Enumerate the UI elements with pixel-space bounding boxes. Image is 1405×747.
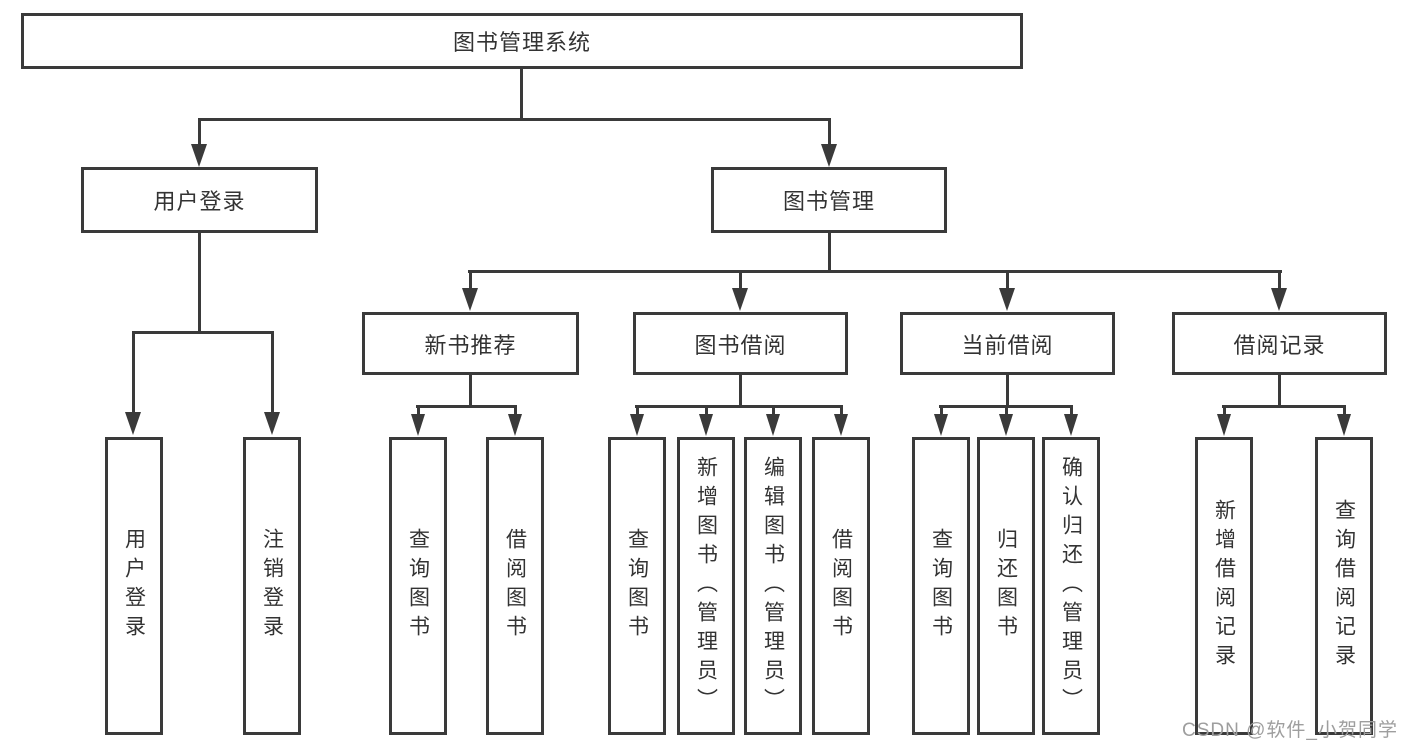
leaf-label: 查询借阅记录 (1332, 499, 1356, 673)
connector-line (705, 407, 708, 416)
connector-book-mgmt-stem (828, 233, 831, 272)
connector-book-borrow-bus (635, 405, 843, 408)
connector-line (514, 407, 517, 416)
arrow-down-icon (462, 288, 478, 311)
arrow-down-icon (699, 414, 713, 436)
connector-line (1006, 272, 1009, 290)
node-user-login-label: 用户登录 (153, 189, 246, 214)
leaf-new-books-query: 查询图书 (389, 437, 447, 735)
connector-line (1343, 407, 1346, 416)
leaf-new-books-borrow: 借阅图书 (486, 437, 544, 735)
arrow-down-icon (1064, 414, 1078, 436)
node-book-borrow-label: 图书借阅 (694, 332, 787, 358)
arrow-down-icon (821, 144, 837, 167)
connector-line (469, 272, 472, 290)
leaf-label: 查询图书 (625, 528, 649, 644)
connector-borrow-records-bus (1222, 405, 1346, 408)
arrow-down-icon (630, 414, 644, 436)
node-book-mgmt-label: 图书管理 (782, 189, 875, 214)
connector-line (271, 333, 274, 413)
leaf-label: 借阅图书 (829, 528, 853, 644)
leaf-borrow-borrow: 借阅图书 (812, 437, 870, 735)
arrow-down-icon (125, 412, 141, 435)
arrow-down-icon (191, 144, 207, 167)
connector-level3-bus (468, 270, 1282, 273)
node-book-mgmt: 图书管理 (711, 167, 947, 233)
leaf-label: 编辑图书（管理员） (761, 455, 785, 717)
leaf-label: 注销登录 (260, 528, 284, 644)
leaf-records-query: 查询借阅记录 (1315, 437, 1373, 735)
connector-level2-bus (198, 118, 831, 121)
connector-line (1070, 407, 1073, 416)
leaf-current-return: 归还图书 (977, 437, 1035, 735)
arrow-down-icon (999, 414, 1013, 436)
arrow-down-icon (766, 414, 780, 436)
arrow-down-icon (508, 414, 522, 436)
csdn-watermark: CSDN @软件_小贺同学 (1182, 720, 1398, 741)
connector-user-login-stem (198, 233, 201, 333)
arrow-down-icon (834, 414, 848, 436)
arrow-down-icon (934, 414, 948, 436)
connector-line (417, 407, 420, 416)
leaf-borrow-query: 查询图书 (608, 437, 666, 735)
leaf-records-add: 新增借阅记录 (1195, 437, 1253, 735)
leaf-label: 新增图书（管理员） (694, 455, 718, 717)
connector-line (1223, 407, 1226, 416)
node-book-borrow: 图书借阅 (633, 312, 848, 375)
leaf-current-confirm-admin: 确认归还（管理员） (1042, 437, 1100, 735)
leaf-label: 用户登录 (122, 528, 146, 644)
leaf-label: 归还图书 (994, 528, 1018, 644)
arrow-down-icon (264, 412, 280, 435)
node-current-borrow-label: 当前借阅 (961, 332, 1054, 358)
leaf-label: 借阅图书 (503, 528, 527, 644)
connector-new-books-bus (416, 405, 517, 408)
connector-current-borrow-bus (939, 405, 1073, 408)
leaf-label: 查询图书 (929, 528, 953, 644)
connector-line (1005, 407, 1008, 416)
leaf-borrow-edit-admin: 编辑图书（管理员） (744, 437, 802, 735)
connector-user-login-bus (132, 331, 274, 334)
node-root: 图书管理系统 (21, 13, 1023, 69)
leaf-current-query: 查询图书 (912, 437, 970, 735)
node-new-books-label: 新书推荐 (424, 332, 517, 358)
node-user-login: 用户登录 (81, 167, 318, 233)
connector-borrow-records-stem (1278, 375, 1281, 407)
node-borrow-records-label: 借阅记录 (1233, 332, 1326, 358)
connector-line (132, 333, 135, 413)
arrow-down-icon (1217, 414, 1231, 436)
node-root-label: 图书管理系统 (452, 30, 591, 55)
leaf-borrow-add-admin: 新增图书（管理员） (677, 437, 735, 735)
arrow-down-icon (411, 414, 425, 436)
leaf-label: 新增借阅记录 (1212, 499, 1236, 673)
leaf-logout: 注销登录 (243, 437, 301, 735)
connector-book-borrow-stem (739, 375, 742, 407)
connector-line (198, 120, 201, 146)
connector-root-stem (520, 69, 523, 120)
arrow-down-icon (1337, 414, 1351, 436)
connector-line (940, 407, 943, 416)
connector-current-borrow-stem (1006, 375, 1009, 407)
connector-line (840, 407, 843, 416)
connector-line (739, 272, 742, 290)
connector-new-books-stem (469, 375, 472, 407)
leaf-user-login: 用户登录 (105, 437, 163, 735)
arrow-down-icon (999, 288, 1015, 311)
connector-line (828, 120, 831, 146)
connector-line (772, 407, 775, 416)
connector-line (636, 407, 639, 416)
node-new-books: 新书推荐 (362, 312, 579, 375)
arrow-down-icon (732, 288, 748, 311)
node-borrow-records: 借阅记录 (1172, 312, 1387, 375)
node-current-borrow: 当前借阅 (900, 312, 1115, 375)
leaf-label: 确认归还（管理员） (1059, 455, 1083, 717)
leaf-label: 查询图书 (406, 528, 430, 644)
connector-line (1278, 272, 1281, 290)
arrow-down-icon (1271, 288, 1287, 311)
